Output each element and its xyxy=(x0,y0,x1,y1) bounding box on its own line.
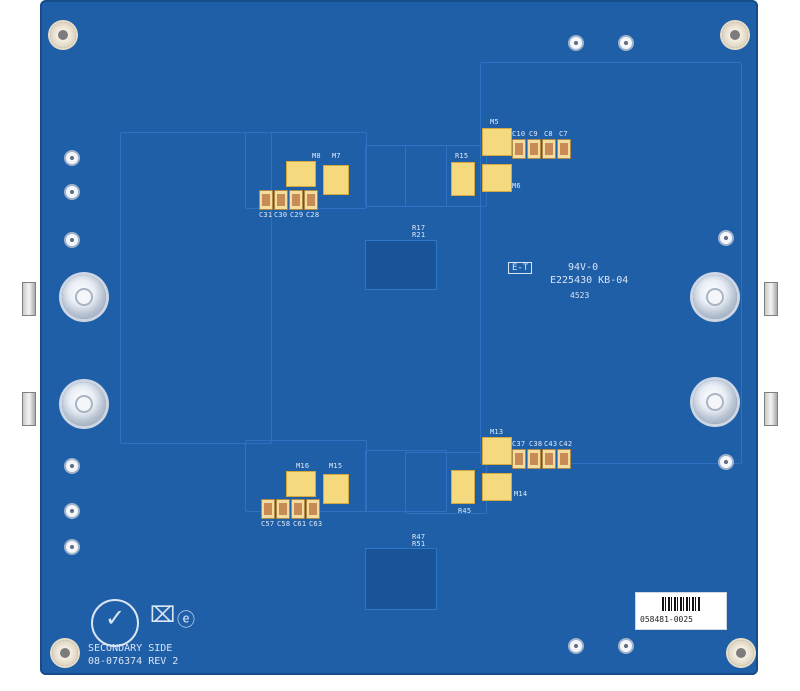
mounting-hole-left-lower xyxy=(62,382,106,426)
standoff-bottom-left xyxy=(52,640,78,666)
resistor-r45 xyxy=(451,470,475,504)
ic-footprint-top xyxy=(365,240,437,290)
ul-logo: E-T xyxy=(508,262,533,274)
edge-pin-left-upper xyxy=(22,282,36,316)
label-r17: R17 xyxy=(412,224,426,232)
copper-pour-left xyxy=(120,132,272,444)
label-m7: M7 xyxy=(332,152,341,160)
label-c38: C38 xyxy=(529,440,543,448)
mosfet-m16 xyxy=(286,471,316,497)
edge-pin-right-lower xyxy=(764,392,778,426)
cap-c8 xyxy=(542,139,556,159)
label-c37: C37 xyxy=(512,440,526,448)
label-m5: M5 xyxy=(490,118,499,126)
serial-label: 058481-0025 xyxy=(635,592,727,630)
cap-c58 xyxy=(276,499,290,519)
ul-rating: 94V-0 xyxy=(568,262,599,273)
label-c61: C61 xyxy=(293,520,307,528)
cap-c42 xyxy=(557,449,571,469)
via xyxy=(720,456,732,468)
label-r45: R45 xyxy=(458,507,472,515)
label-c7: C7 xyxy=(559,130,568,138)
label-r15: R15 xyxy=(455,152,469,160)
mounting-hole-left-upper xyxy=(62,275,106,319)
via xyxy=(66,186,78,198)
mounting-hole-right-lower xyxy=(693,380,737,424)
e-recycle-icon: ⓔ xyxy=(177,610,195,631)
cap-c31 xyxy=(259,190,273,210)
label-m8: M8 xyxy=(312,152,321,160)
side-label: SECONDARY SIDE xyxy=(88,643,173,654)
via xyxy=(570,37,582,49)
cap-c9 xyxy=(527,139,541,159)
label-c29: C29 xyxy=(290,211,304,219)
datamatrix-icon xyxy=(662,597,700,611)
part-number: 08-076374 REV 2 xyxy=(88,656,179,667)
copper-pour-mid-bottom xyxy=(365,450,447,512)
label-c28: C28 xyxy=(306,211,320,219)
label-m16: M16 xyxy=(296,462,310,470)
pcb-board: M8 M7 C31 C30 C29 C28 M5 M6 R15 C10 C9 C… xyxy=(40,0,758,675)
ic-footprint-bottom xyxy=(365,548,437,610)
label-c30: C30 xyxy=(274,211,288,219)
label-c8: C8 xyxy=(544,130,553,138)
label-c42: C42 xyxy=(559,440,573,448)
label-m13: M13 xyxy=(490,428,504,436)
label-c9: C9 xyxy=(529,130,538,138)
label-c63: C63 xyxy=(309,520,323,528)
resistor-r15 xyxy=(451,162,475,196)
label-r51: R51 xyxy=(412,540,426,548)
edge-pin-right-upper xyxy=(764,282,778,316)
standoff-bottom-right xyxy=(728,640,754,666)
label-m6: M6 xyxy=(512,182,521,190)
via xyxy=(66,152,78,164)
cap-c43 xyxy=(542,449,556,469)
label-m15: M15 xyxy=(329,462,343,470)
cap-c38 xyxy=(527,449,541,469)
cap-c7 xyxy=(557,139,571,159)
cap-c37 xyxy=(512,449,526,469)
via xyxy=(66,460,78,472)
cap-c57 xyxy=(261,499,275,519)
via xyxy=(66,505,78,517)
serial-number: 058481-0025 xyxy=(640,615,693,624)
via xyxy=(66,541,78,553)
via xyxy=(570,640,582,652)
cap-c29 xyxy=(289,190,303,210)
label-m14: M14 xyxy=(514,490,528,498)
cap-c30 xyxy=(274,190,288,210)
mosfet-m15 xyxy=(323,474,349,504)
edge-pin-left-lower xyxy=(22,392,36,426)
label-r47: R47 xyxy=(412,533,426,541)
via xyxy=(66,234,78,246)
mounting-hole-right-upper xyxy=(693,275,737,319)
mosfet-m6 xyxy=(482,164,512,192)
cap-c61 xyxy=(291,499,305,519)
via xyxy=(620,37,632,49)
label-c58: C58 xyxy=(277,520,291,528)
mosfet-m5 xyxy=(482,128,512,156)
label-c31: C31 xyxy=(259,211,273,219)
mosfet-m7 xyxy=(323,165,349,195)
standoff-top-left xyxy=(50,22,76,48)
via xyxy=(620,640,632,652)
crossed-bin-icon: ⌧ xyxy=(150,603,176,628)
cap-c63 xyxy=(306,499,320,519)
label-c57: C57 xyxy=(261,520,275,528)
mosfet-m13 xyxy=(482,437,512,465)
cap-c10 xyxy=(512,139,526,159)
label-c10: C10 xyxy=(512,130,526,138)
label-c43: C43 xyxy=(544,440,558,448)
label-r21: R21 xyxy=(412,231,426,239)
via xyxy=(720,232,732,244)
check-logo-icon: ✓ xyxy=(91,599,139,647)
standoff-top-right xyxy=(722,22,748,48)
mosfet-m8 xyxy=(286,161,316,187)
cap-c28 xyxy=(304,190,318,210)
date-code: 4523 xyxy=(570,291,590,300)
mosfet-m14 xyxy=(482,473,512,501)
copper-pour-right xyxy=(480,62,742,464)
ul-file-number: E225430 KB-04 xyxy=(550,275,629,286)
